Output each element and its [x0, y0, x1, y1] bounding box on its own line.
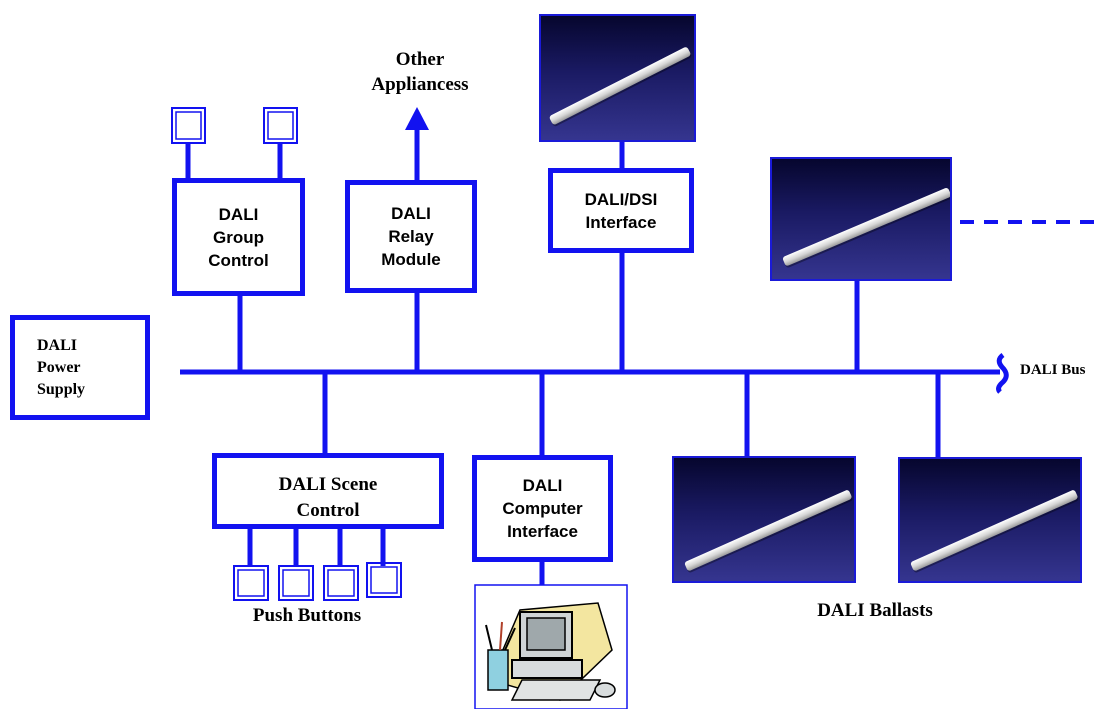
push-button-icon	[366, 562, 402, 598]
push-buttons	[233, 562, 402, 601]
ballast-top-right	[770, 157, 952, 281]
push-buttons-label: Push Buttons	[252, 605, 362, 626]
switch-icon	[263, 107, 298, 144]
group-control-label: DALI Group Control	[208, 204, 269, 270]
switch-icon	[171, 107, 206, 144]
ballast-tube	[548, 46, 692, 126]
ballast-bottom-2	[898, 457, 1082, 583]
up-arrow-icon	[405, 107, 429, 130]
push-button-icon	[233, 565, 269, 601]
push-button-icon	[278, 565, 314, 601]
scene-control-label: DALI Scene Control	[278, 474, 378, 521]
other-appliances-label: Other Appliancess	[371, 49, 469, 95]
dali-bus-label: DALI Bus	[1020, 362, 1086, 378]
computer-clipart-icon	[474, 584, 628, 709]
computer-interface-label: DALI Computer Interface	[502, 476, 583, 541]
dali-group-control-block: DALI Group Control	[172, 178, 305, 296]
ballast-top-center	[539, 14, 696, 142]
ballast-tube	[683, 489, 853, 572]
ballast-bottom-1	[672, 456, 856, 583]
dali-relay-module-block: DALI Relay Module	[345, 180, 477, 293]
dali-ballasts-label: DALI Ballasts	[817, 600, 933, 621]
power-supply-label: DALI Power Supply	[37, 336, 86, 398]
dali-dsi-interface-block: DALI/DSI Interface	[548, 168, 694, 253]
push-button-icon	[323, 565, 359, 601]
bus-break-symbol	[996, 352, 1009, 394]
ballast-tube	[782, 187, 950, 267]
group-switches	[171, 107, 298, 144]
dali-computer-interface-block: DALI Computer Interface	[472, 455, 613, 562]
dali-scene-control-block: DALI Scene Control	[212, 453, 444, 529]
ballast-tube	[909, 489, 1079, 572]
dsi-interface-label: DALI/DSI Interface	[584, 189, 658, 232]
dali-power-supply-block: DALI Power Supply	[10, 315, 150, 420]
relay-module-label: DALI Relay Module	[381, 204, 441, 269]
